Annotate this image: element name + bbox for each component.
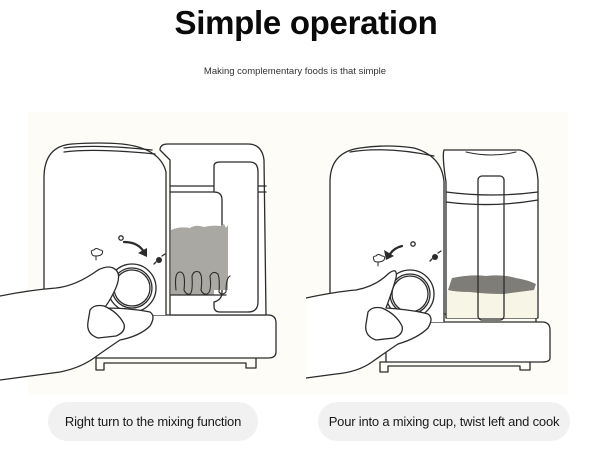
step-1-illustration — [0, 100, 306, 390]
step-2-caption: Pour into a mixing cup, twist left and c… — [318, 402, 570, 441]
page-title: Simple operation — [174, 4, 438, 41]
page-subtitle: Making complementary foods is that simpl… — [203, 66, 387, 77]
step-1-caption: Right turn to the mixing function — [48, 402, 258, 441]
step-2-illustration — [305, 100, 612, 390]
